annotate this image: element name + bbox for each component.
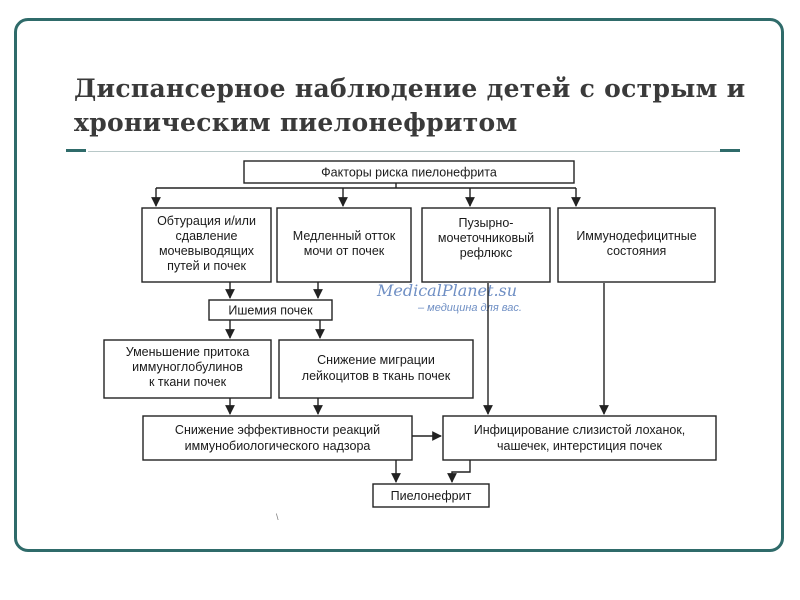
node-risk-factors-line: Факторы риска пиелонефрита [321, 166, 497, 180]
edge-infection-to-pyelonephritis [447, 460, 471, 483]
node-reflux: Пузырно- мочеточниковый рефлюкс [421, 207, 551, 283]
node-ischemia: Ишемия почек [208, 299, 333, 321]
watermark-tagline: – медицина для вас. [417, 302, 522, 314]
node-immunoglobulin: Уменьшение притока иммуноглобулинов к тк… [103, 339, 272, 399]
node-obstruction-line: мочевыводящих [159, 244, 255, 258]
title-underline-left-tick [66, 149, 86, 152]
title-line-1: Диспансерное наблюдение детей с острым и [74, 74, 746, 103]
node-infection: Инфицирование слизистой лоханок, чашечек… [442, 415, 717, 461]
node-risk-factors: Факторы риска пиелонефрита [243, 160, 575, 184]
node-immunodeficiency: Иммунодефицитные состояния [557, 207, 716, 283]
node-efficiency-line: Снижение эффективности реакций [175, 423, 380, 437]
node-leukocyte: Снижение миграции лейкоцитов в ткань поч… [278, 339, 474, 399]
diagram-edges [151, 183, 609, 483]
node-obstruction-line: путей и почек [167, 259, 246, 273]
node-obstruction-line: Обтурация и/или [157, 214, 256, 228]
title-underline-right-tick [720, 149, 740, 152]
node-slow-outflow-line: Медленный отток [293, 229, 396, 243]
node-immunodeficiency-line: Иммунодефицитные [576, 229, 696, 243]
node-infection-line: чашечек, интерстиция почек [497, 439, 663, 453]
node-obstruction: Обтурация и/или сдавление мочевыводящих … [141, 207, 272, 283]
node-pyelonephritis-line: Пиелонефрит [391, 489, 472, 503]
stray-mark: \ [276, 512, 279, 522]
node-pyelonephritis: Пиелонефрит [372, 483, 490, 508]
slide-title: Диспансерное наблюдение детей с острым и… [74, 72, 754, 140]
node-immunoglobulin-line: к ткани почек [149, 375, 227, 389]
slide-frame [14, 18, 784, 552]
node-ischemia-line: Ишемия почек [228, 304, 313, 318]
node-efficiency: Снижение эффективности реакций иммунобио… [142, 415, 413, 461]
edge-risk-bus [156, 183, 576, 189]
node-obstruction-line: сдавление [176, 229, 238, 243]
node-leukocyte-line: Снижение миграции [317, 353, 435, 367]
node-infection-line: Инфицирование слизистой лоханок, [474, 423, 686, 437]
title-line-2: хроническим пиелонефритом [74, 108, 518, 137]
node-reflux-line: рефлюкс [460, 246, 512, 260]
node-leukocyte-line: лейкоцитов в ткань почек [302, 369, 451, 383]
node-immunoglobulin-line: иммуноглобулинов [132, 360, 243, 374]
node-immunodeficiency-line: состояния [607, 244, 667, 258]
watermark-site: MedicalPlanet.su [376, 281, 517, 300]
node-efficiency-line: иммунобиологического надзора [185, 439, 371, 453]
node-slow-outflow: Медленный отток мочи от почек [276, 207, 412, 283]
node-immunoglobulin-line: Уменьшение притока [126, 345, 250, 359]
node-reflux-line: мочеточниковый [438, 231, 534, 245]
title-underline [88, 151, 720, 152]
node-reflux-line: Пузырно- [459, 216, 514, 230]
node-slow-outflow-line: мочи от почек [304, 244, 385, 258]
